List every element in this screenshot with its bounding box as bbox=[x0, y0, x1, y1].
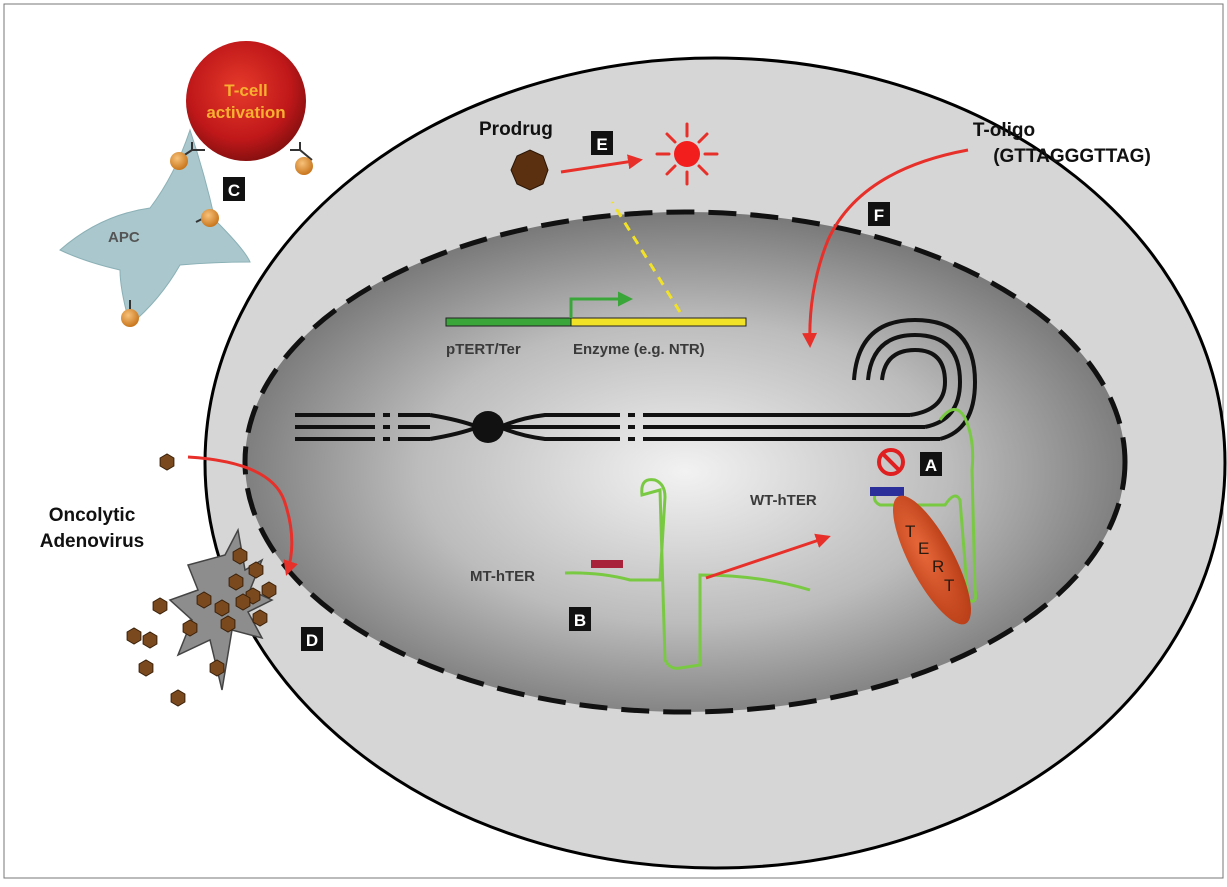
toxic-drug-burst bbox=[657, 124, 717, 184]
oncolytic-label-line2: Adenovirus bbox=[40, 531, 145, 552]
adenovirus-particle bbox=[160, 454, 174, 470]
nucleus bbox=[245, 212, 1125, 712]
adenovirus-particle bbox=[236, 594, 250, 610]
wt-hter-label: WT-hTER bbox=[750, 492, 817, 509]
adenovirus-particle bbox=[262, 582, 276, 598]
box-b-letter: B bbox=[574, 611, 586, 630]
tcell-label-line1: T-cell bbox=[224, 81, 267, 100]
adenovirus-particle bbox=[143, 632, 157, 648]
antigen-ball bbox=[121, 309, 139, 327]
promoter-bar bbox=[446, 318, 571, 326]
mt-template-bar bbox=[591, 560, 623, 568]
prodrug-label: Prodrug bbox=[479, 119, 553, 140]
adenovirus-particle bbox=[183, 620, 197, 636]
box-c-letter: C bbox=[228, 181, 240, 200]
enzyme-label: Enzyme (e.g. NTR) bbox=[573, 341, 705, 358]
wt-template-bar bbox=[870, 487, 904, 496]
antigen-ball bbox=[170, 152, 188, 170]
adenovirus-particle bbox=[197, 592, 211, 608]
oncolytic-label-line1: Oncolytic bbox=[49, 505, 136, 526]
adenovirus-particle bbox=[229, 574, 243, 590]
toligo-label: T-oligo bbox=[973, 120, 1035, 141]
box-d: D bbox=[301, 627, 323, 651]
box-f: F bbox=[868, 202, 890, 226]
box-f-letter: F bbox=[874, 206, 884, 225]
adenovirus-particle bbox=[221, 616, 235, 632]
antigen-ball bbox=[295, 157, 313, 175]
tert-letter: R bbox=[932, 557, 944, 576]
box-b: B bbox=[569, 607, 591, 631]
box-a: A bbox=[920, 452, 942, 476]
tert-letter: T bbox=[944, 576, 954, 595]
adenovirus-particle bbox=[249, 562, 263, 578]
apc-cell bbox=[60, 130, 250, 325]
box-e: E bbox=[591, 131, 613, 155]
antigen-ball bbox=[201, 209, 219, 227]
toligo-sequence: (GTTAGGGTTAG) bbox=[993, 146, 1151, 167]
adenovirus-particle bbox=[139, 660, 153, 676]
apc-label: APC bbox=[108, 229, 140, 246]
tert-letter: E bbox=[918, 539, 929, 558]
box-a-letter: A bbox=[925, 456, 937, 475]
centromere bbox=[472, 411, 504, 443]
adenovirus-particle bbox=[210, 660, 224, 676]
adenovirus-particle bbox=[127, 628, 141, 644]
adenovirus-particle bbox=[171, 690, 185, 706]
mt-hter-label: MT-hTER bbox=[470, 568, 535, 585]
prodrug-molecule bbox=[511, 150, 548, 190]
tcell-label-line2: activation bbox=[206, 103, 285, 122]
box-e-letter: E bbox=[596, 135, 607, 154]
adenovirus-particle bbox=[153, 598, 167, 614]
enzyme-bar bbox=[571, 318, 746, 326]
adenovirus-particle bbox=[233, 548, 247, 564]
tert-letter: T bbox=[905, 522, 915, 541]
adenovirus-particle bbox=[215, 600, 229, 616]
adenovirus-particle bbox=[253, 610, 267, 626]
promoter-label: pTERT/Ter bbox=[446, 341, 521, 358]
box-d-letter: D bbox=[306, 631, 318, 650]
box-c: C bbox=[223, 177, 245, 201]
tcell bbox=[186, 41, 306, 161]
